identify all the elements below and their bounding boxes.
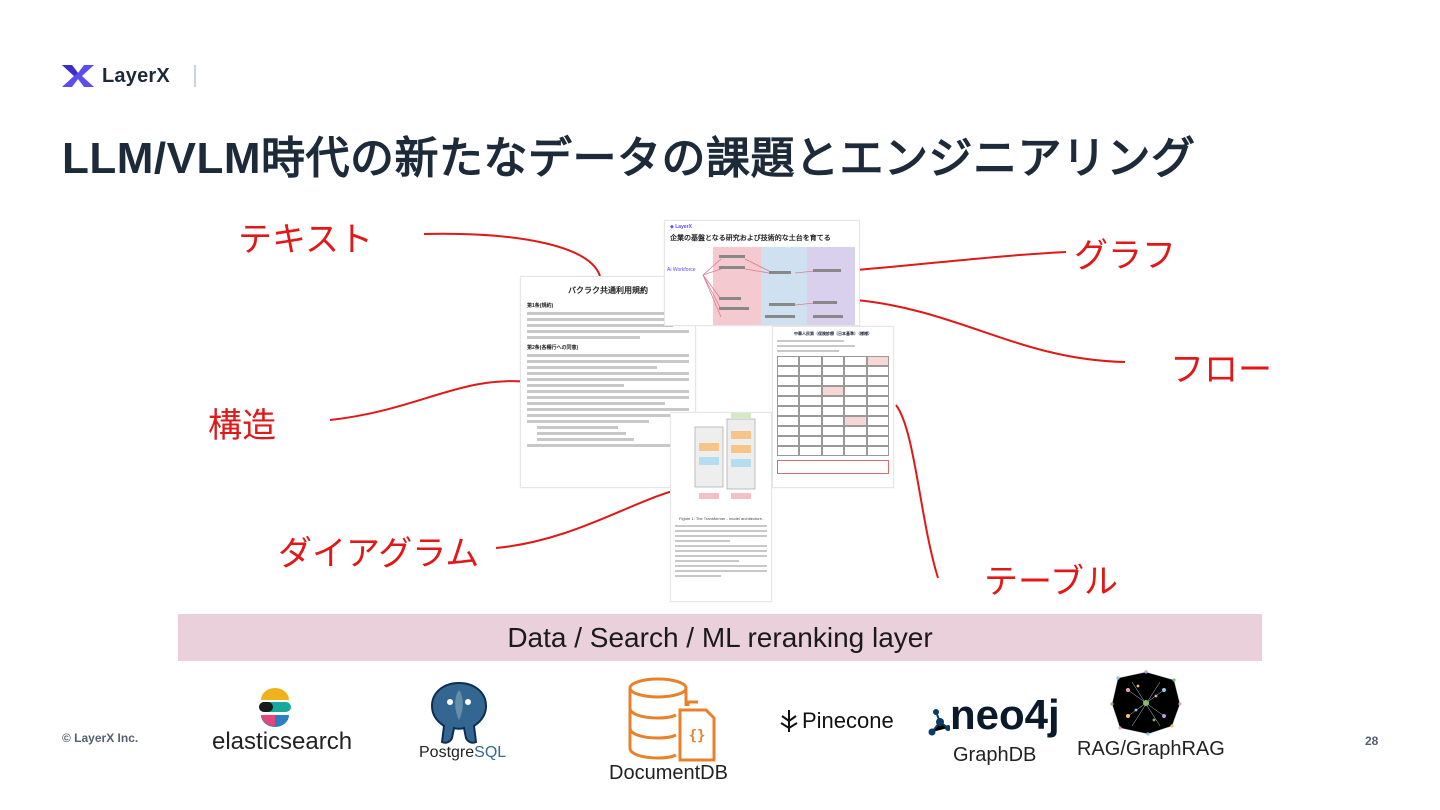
copyright: © LayerX Inc. xyxy=(62,731,139,745)
terms-section-1: 第1条(規約) xyxy=(527,303,554,309)
label-graph: グラフ xyxy=(1074,237,1176,275)
graph-chart xyxy=(702,247,855,325)
brand-name: LayerX xyxy=(102,64,170,87)
page-number: 28 xyxy=(1365,734,1379,748)
graph-node-label: Ai Workforce xyxy=(667,267,696,273)
table-title: 中華人民第（保険診療（日本基準）（様様） xyxy=(794,331,872,336)
graphrag-caption: RAG/GraphRAG xyxy=(1077,738,1225,760)
transformer-diagram xyxy=(694,413,756,499)
leader-table xyxy=(895,404,939,579)
neo4j-caption: neo4j xyxy=(950,691,1060,738)
graphdb-caption: GraphDB xyxy=(953,744,1037,766)
pinecone-icon xyxy=(780,710,798,732)
label-structure: 構造 xyxy=(208,407,276,445)
documentdb-icon: {} xyxy=(628,677,716,762)
diagram-caption: Figure 1: The Transformer - model archit… xyxy=(679,516,763,521)
elasticsearch-caption: elasticsearch xyxy=(212,728,353,755)
diagram-document: Figure 1: The Transformer - model archit… xyxy=(670,412,772,602)
graph-document: ◆ LayerX 企業の基盤となる研究および技術的な土台を育てる Ai Work… xyxy=(664,220,860,326)
slide-title: LLM/VLM時代の新たなデータの課題とエンジニアリング xyxy=(62,134,1196,183)
terms-title: バクラク共通利用規約 xyxy=(568,286,648,295)
label-table: テーブル xyxy=(984,563,1118,601)
table-grid xyxy=(777,340,889,474)
elasticsearch-icon xyxy=(259,688,291,727)
leader-diagram xyxy=(495,486,691,549)
leader-text xyxy=(423,232,601,277)
documentdb-caption: DocumentDB xyxy=(609,762,728,784)
terms-body-2 xyxy=(527,354,689,447)
leader-flow xyxy=(855,299,1126,363)
leader-structure xyxy=(329,380,531,421)
leader-graph xyxy=(855,251,1067,271)
postgresql-caption: PostgreSQL xyxy=(419,744,507,761)
terms-body-1 xyxy=(527,312,689,339)
pinecone-logo: Pinecone xyxy=(778,708,894,734)
label-flow: フロー xyxy=(1170,351,1272,389)
label-diagram: ダイアグラム xyxy=(278,535,480,573)
table-document: 中華人民第（保険診療（日本基準）（様様） xyxy=(772,326,894,488)
neo4j-graph-icon xyxy=(928,709,950,736)
svg-text:{}: {} xyxy=(689,728,706,744)
layerx-logo-icon xyxy=(62,65,94,87)
graph-title: 企業の基盤となる研究および技術的な土台を育てる xyxy=(670,235,831,242)
diagram-body xyxy=(671,525,771,577)
label-text: テキスト xyxy=(238,221,373,259)
pinecone-caption: Pinecone xyxy=(802,708,894,733)
brand-logo: LayerX xyxy=(62,62,196,90)
postgresql-elephant-icon xyxy=(430,681,488,744)
data-layer-label: Data / Search / ML reranking layer xyxy=(507,621,933,653)
graphrag-network-icon xyxy=(1110,670,1182,736)
brand-divider xyxy=(193,65,196,87)
data-layer-band: Data / Search / ML reranking layer xyxy=(178,614,1262,661)
terms-section-2: 第2条(各種行への同意) xyxy=(527,345,579,351)
neo4j-logo: neo4j xyxy=(928,694,1060,736)
